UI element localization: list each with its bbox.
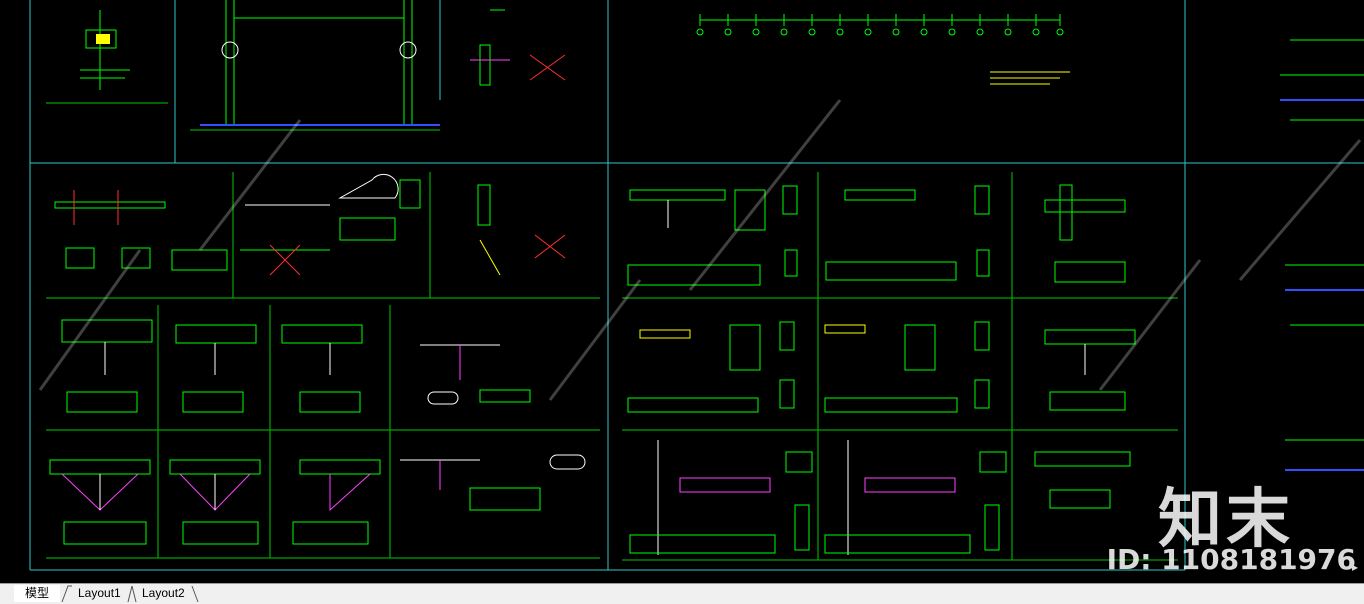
tab-separator-icon [191, 585, 199, 603]
brand-watermark: 知末 [1158, 483, 1294, 557]
axis-grid [696, 14, 1070, 85]
sheet-frames [29, 0, 1364, 571]
beam-details-right [627, 184, 1136, 555]
beam-details-bottom-left [49, 454, 586, 545]
beam-details-left [54, 173, 566, 276]
id-watermark: ID: 1108181976 [1106, 543, 1356, 576]
portal-frame [200, 0, 441, 126]
drawing-canvas[interactable]: 知末 ID: 1108181976 ▸ [0, 0, 1364, 583]
top-mid-details [470, 9, 566, 86]
scroll-arrow-icon[interactable]: ▸ [1352, 560, 1359, 574]
tab-separator-icon [61, 585, 72, 603]
tab-separator-icon [127, 585, 137, 603]
tab-layout2[interactable]: Layout2 [142, 586, 185, 600]
diagonal-watermark [38, 99, 1362, 401]
right-elevations [1280, 39, 1364, 471]
tab-model[interactable]: 模型 [14, 585, 60, 602]
tab-layout1[interactable]: Layout1 [78, 586, 121, 600]
layout-tab-bar: 模型 Layout1 Layout2 [0, 583, 1364, 604]
panel-dividers [46, 102, 1178, 561]
beam-details-middle-left [61, 319, 531, 413]
cad-drawing [29, 0, 1364, 571]
top-left-detail [80, 10, 130, 90]
